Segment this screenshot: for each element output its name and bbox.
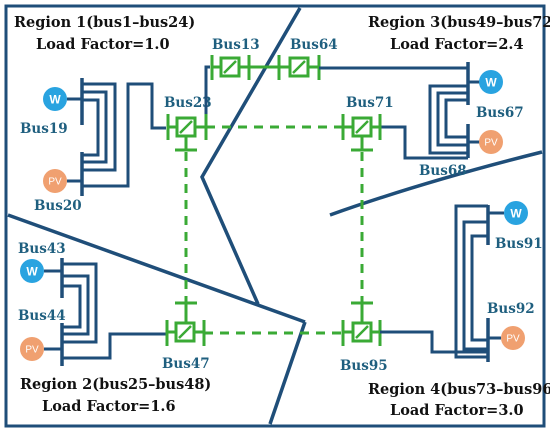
region-4-title: Region 4(bus73–bus96) bbox=[368, 381, 550, 398]
bus95-switch-slash bbox=[355, 325, 369, 339]
line-bus43-bus44-a bbox=[62, 262, 98, 344]
line-bus91-bus92-b bbox=[462, 220, 488, 351]
bus64-label: Bus64 bbox=[290, 37, 338, 53]
line-bus19-bus20-c bbox=[82, 98, 100, 157]
bus44-label: Bus44 bbox=[18, 308, 66, 324]
bus68-label: Bus68 bbox=[419, 163, 467, 179]
bus13-label: Bus13 bbox=[212, 37, 260, 53]
bus13-switch-slash bbox=[223, 60, 237, 74]
region-3-load-factor: Load Factor=2.4 bbox=[390, 36, 524, 53]
region-2-title: Region 2(bus25–bus48) bbox=[20, 376, 211, 393]
bus67-label: Bus67 bbox=[476, 105, 524, 121]
region-border-1-2 bbox=[7, 213, 306, 324]
region-2-load-factor: Load Factor=1.6 bbox=[42, 398, 176, 415]
bus92-label: Bus92 bbox=[487, 301, 535, 317]
pv-generator-label: PV bbox=[506, 334, 520, 345]
wind-generator-icon bbox=[43, 87, 67, 111]
region-1-title: Region 1(bus1–bus24) bbox=[14, 14, 195, 31]
region-border-3-4 bbox=[329, 150, 543, 217]
line-bus91-bus92-a bbox=[454, 204, 488, 359]
line-bus43-bus44-c bbox=[62, 284, 82, 329]
line-bus95-bus92 bbox=[380, 330, 488, 354]
bus23-switch-slash bbox=[179, 120, 193, 134]
bus71-label: Bus71 bbox=[346, 95, 394, 111]
bus71-switch-slash bbox=[355, 120, 369, 134]
line-bus19-bus20-a bbox=[82, 82, 117, 172]
line-bus91-bus92-c bbox=[470, 234, 488, 342]
pv-generator-label: PV bbox=[484, 138, 498, 149]
bus95-label: Bus95 bbox=[340, 358, 388, 374]
pv-generator-icon bbox=[20, 337, 44, 361]
line-bus67-bus68-b bbox=[436, 91, 468, 147]
region-border-2-4 bbox=[268, 321, 307, 425]
line-bus23-bus13 bbox=[204, 65, 210, 114]
wind-generator-label: W bbox=[26, 265, 38, 279]
bus64-switch-slash bbox=[292, 60, 306, 74]
bus47-label: Bus47 bbox=[162, 356, 210, 372]
wind-generator-icon bbox=[504, 201, 528, 225]
pv-generator-label: PV bbox=[48, 177, 62, 188]
line-bus67-bus68-c bbox=[444, 98, 468, 139]
bus23-label: Bus23 bbox=[164, 95, 212, 111]
line-bus20-bus23 bbox=[82, 82, 166, 188]
line-bus43-bus44-b bbox=[62, 274, 90, 336]
line-bus68-bus71 bbox=[380, 125, 468, 160]
wind-generator-label: W bbox=[485, 76, 497, 90]
region-4-load-factor: Load Factor=3.0 bbox=[390, 402, 524, 419]
pv-generator-icon bbox=[501, 326, 525, 350]
bus47-switch-slash bbox=[178, 325, 192, 339]
wind-generator-label: W bbox=[49, 93, 61, 107]
pv-generator-icon bbox=[479, 130, 503, 154]
pv-generator-icon bbox=[43, 169, 67, 193]
bus91-label: Bus91 bbox=[495, 236, 543, 252]
bus20-label: Bus20 bbox=[34, 198, 82, 214]
line-bus44-bus47 bbox=[62, 332, 166, 360]
region-border-1-3 bbox=[200, 7, 302, 305]
bus43-label: Bus43 bbox=[18, 241, 66, 257]
region-3-title: Region 3(bus49–bus72) bbox=[368, 14, 550, 31]
line-bus19-bus20-b bbox=[82, 90, 108, 164]
wind-generator-icon bbox=[20, 259, 44, 283]
wind-generator-icon bbox=[479, 70, 503, 94]
line-bus67-bus68-a bbox=[428, 84, 468, 155]
pv-generator-label: PV bbox=[25, 345, 39, 356]
wind-generator-label: W bbox=[510, 207, 522, 221]
diagram-frame bbox=[4, 4, 546, 428]
bus19-label: Bus19 bbox=[20, 121, 68, 137]
region-1-load-factor: Load Factor=1.0 bbox=[36, 36, 170, 53]
